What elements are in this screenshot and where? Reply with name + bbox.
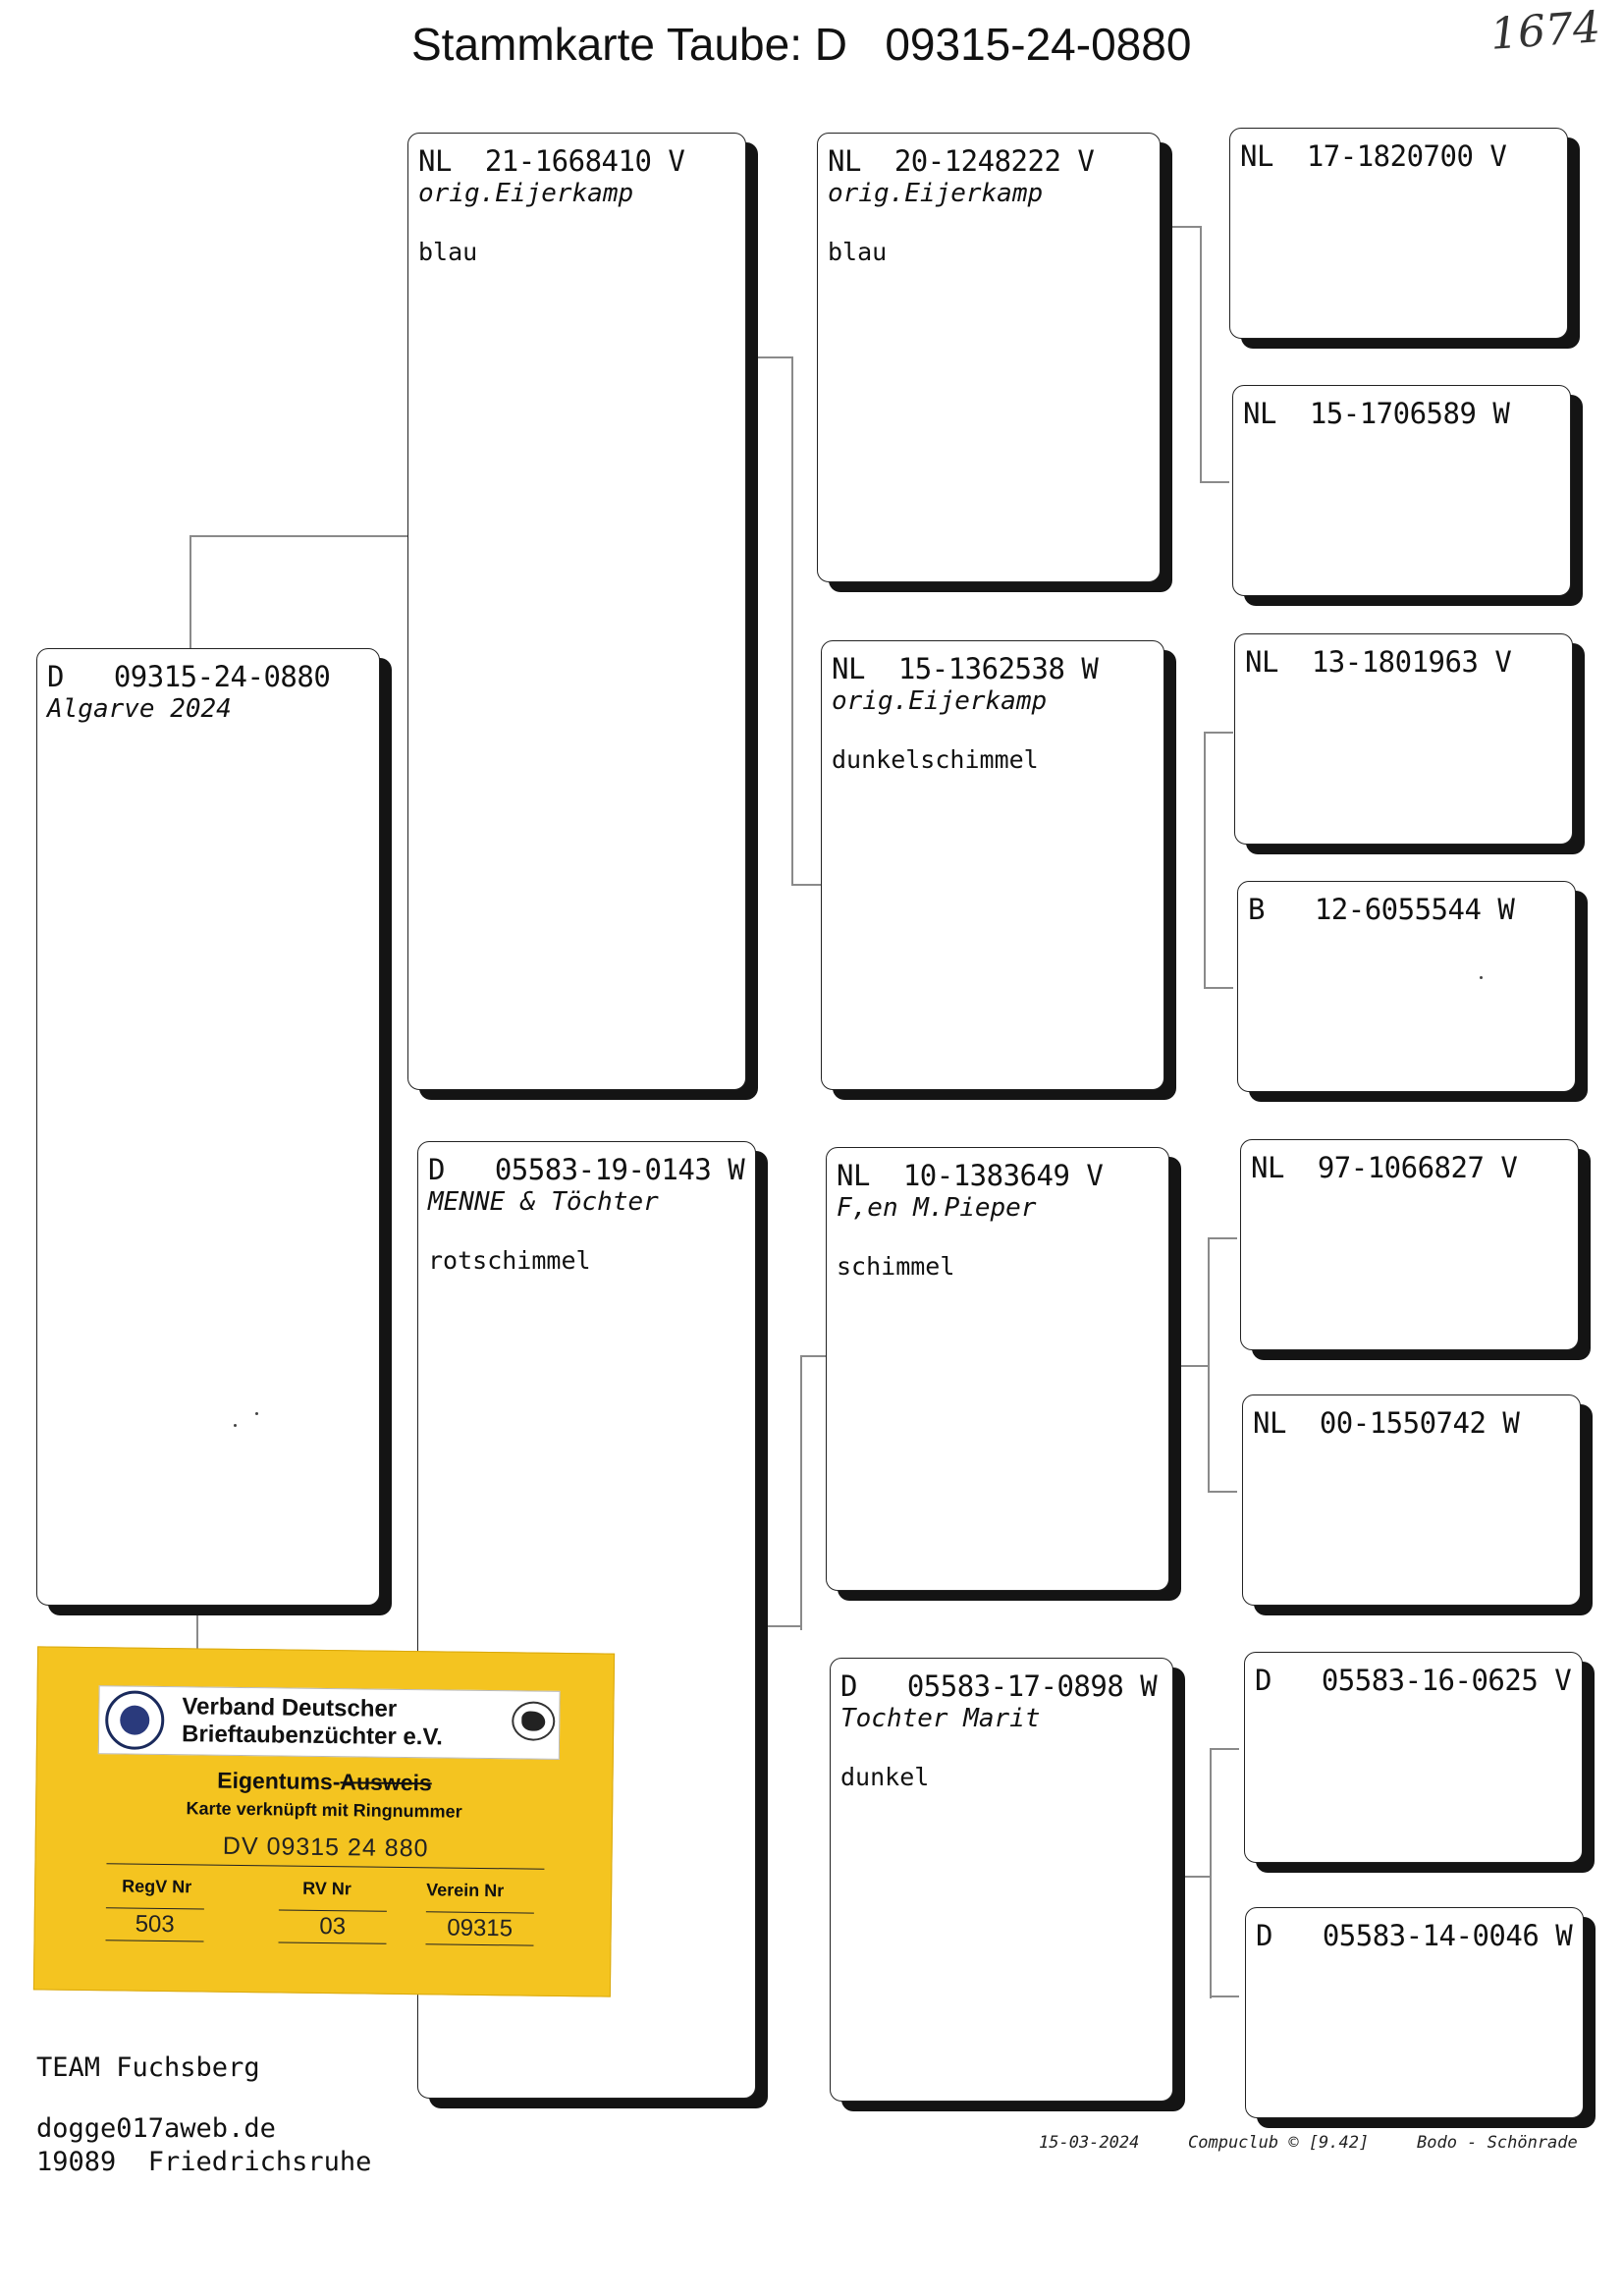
pigeon-color: blau (418, 238, 478, 266)
sticker-ring-number: DV 09315 24 880 (106, 1831, 545, 1870)
connector (800, 1355, 830, 1357)
ring-number: D 05583-17-0898 W (840, 1669, 1158, 1703)
connector (800, 1355, 802, 1630)
ring-number: D 09315-24-0880 (47, 660, 331, 693)
speck (234, 1424, 237, 1427)
pigeon-color: dunkel (840, 1763, 930, 1791)
regv-value: 503 (105, 1907, 204, 1942)
owner-city: 19089 Friedrichsruhe (36, 2147, 372, 2177)
pigeon-name: orig.Eijerkamp (832, 686, 1048, 716)
connector (1178, 1876, 1212, 1878)
pigeon-color: blau (828, 238, 888, 266)
rv-label: RV Nr (302, 1878, 352, 1899)
ring-number: NL 21-1668410 V (418, 144, 685, 178)
pedigree-card-dsd[interactable]: NL 00-1550742 W (1242, 1394, 1581, 1606)
ownership-sticker: Verband Deutscher Brieftaubenzüchter e.V… (32, 1646, 616, 1997)
connector (1210, 1995, 1239, 1997)
connector (1168, 226, 1202, 228)
software-credit: Compuclub © [9.42] (1188, 2133, 1370, 2153)
connector (189, 535, 191, 651)
sticker-header: Verband Deutscher Brieftaubenzüchter e.V… (97, 1685, 561, 1760)
ring-number: NL 17-1820700 V (1240, 139, 1507, 173)
ring-number: NL 00-1550742 W (1253, 1406, 1520, 1440)
pedigree-card-sdd[interactable]: B 12-6055544 W (1237, 881, 1576, 1092)
handwritten-note: 1674 (1488, 2, 1602, 60)
connector (1210, 1748, 1239, 1750)
owner-email[interactable]: dogge017aweb.de (36, 2113, 276, 2144)
pigeon-name: Tochter Marit (840, 1704, 1041, 1733)
pedigree-card-dss[interactable]: NL 97-1066827 V (1240, 1139, 1579, 1350)
pedigree-card-ddd[interactable]: D 05583-14-0046 W (1245, 1907, 1584, 2118)
connector (1174, 1365, 1210, 1367)
print-date: 15-03-2024 (1039, 2133, 1140, 2153)
ring-number: NL 15-1362538 W (832, 652, 1099, 685)
ring-number: NL 97-1066827 V (1251, 1151, 1518, 1184)
pigeon-color: dunkelschimmel (832, 745, 1039, 774)
ring-number: NL 13-1801963 V (1245, 645, 1512, 679)
breeder-credit: Bodo - Schönrade (1417, 2133, 1578, 2153)
pedigree-card-sire-sire[interactable]: NL 20-1248222 V orig.Eijerkamp blau (817, 133, 1161, 582)
connector (1204, 732, 1206, 989)
connector (791, 884, 821, 886)
ring-number: B 12-6055544 W (1248, 893, 1515, 926)
connector (1200, 226, 1202, 483)
ring-number: D 05583-19-0143 W (428, 1153, 745, 1186)
connector (1210, 1748, 1212, 1998)
connector (766, 1625, 802, 1627)
sticker-subtitle: Karte verknüpft mit Ringnummer (186, 1798, 462, 1822)
pigeon-name: Algarve 2024 (47, 694, 232, 724)
regv-label: RegV Nr (122, 1876, 192, 1897)
pedigree-card-sire[interactable]: NL 21-1668410 V orig.Eijerkamp blau (407, 133, 746, 1090)
sticker-title: Eigentums-Ausweis (217, 1767, 432, 1796)
rv-value: 03 (278, 1909, 387, 1944)
pedigree-card-sire-dam[interactable]: NL 15-1362538 W orig.Eijerkamp dunkelsch… (821, 640, 1164, 1090)
speck (255, 1412, 258, 1415)
connector (1204, 732, 1233, 734)
pedigree-card-ssd[interactable]: NL 15-1706589 W (1232, 385, 1571, 596)
connector (1208, 1237, 1237, 1239)
connector (1208, 1491, 1237, 1493)
connector (1204, 987, 1233, 989)
connector (1200, 481, 1229, 483)
speck (1480, 976, 1483, 979)
connector (196, 1615, 198, 1660)
pedigree-card-sds[interactable]: NL 13-1801963 V (1234, 633, 1573, 845)
owner-team: TEAM Fuchsberg (36, 2052, 260, 2083)
pigeon-name: orig.Eijerkamp (828, 179, 1044, 208)
pedigree-card-dam-sire[interactable]: NL 10-1383649 V F,en M.Pieper schimmel (826, 1147, 1169, 1591)
association-name: Verband Deutscher Brieftaubenzüchter e.V… (181, 1693, 444, 1751)
pedigree-card-subject[interactable]: D 09315-24-0880 Algarve 2024 (36, 648, 380, 1606)
connector (189, 535, 409, 537)
pedigree-card-sss[interactable]: NL 17-1820700 V (1229, 128, 1568, 339)
owner-address: TEAM Fuchsberg 19089 Friedrichsruhe (36, 1990, 371, 2210)
ring-number: D 05583-16-0625 V (1255, 1664, 1572, 1697)
pigeon-color: rotschimmel (428, 1246, 591, 1275)
verein-label: Verein Nr (426, 1880, 505, 1901)
verein-value: 09315 (425, 1911, 534, 1946)
ring-number: NL 15-1706589 W (1243, 397, 1510, 430)
connector (791, 356, 793, 884)
pedigree-card-dam-dam[interactable]: D 05583-17-0898 W Tochter Marit dunkel (830, 1658, 1173, 2102)
association-logo-icon (104, 1690, 165, 1751)
pigeon-name: MENNE & Töchter (428, 1187, 659, 1217)
pigeon-name: F,en M.Pieper (837, 1193, 1037, 1223)
ring-number: D 05583-14-0046 W (1256, 1919, 1573, 1952)
pigeon-name: orig.Eijerkamp (418, 179, 634, 208)
ring-number: NL 10-1383649 V (837, 1159, 1104, 1192)
pigeon-color: schimmel (837, 1252, 955, 1281)
ring-number: NL 20-1248222 V (828, 144, 1095, 178)
globe-pigeon-icon (512, 1701, 556, 1741)
connector (756, 356, 793, 358)
pedigree-card-dds[interactable]: D 05583-16-0625 V (1244, 1652, 1583, 1863)
page-title: Stammkarte Taube: D 09315-24-0880 (411, 19, 1192, 70)
